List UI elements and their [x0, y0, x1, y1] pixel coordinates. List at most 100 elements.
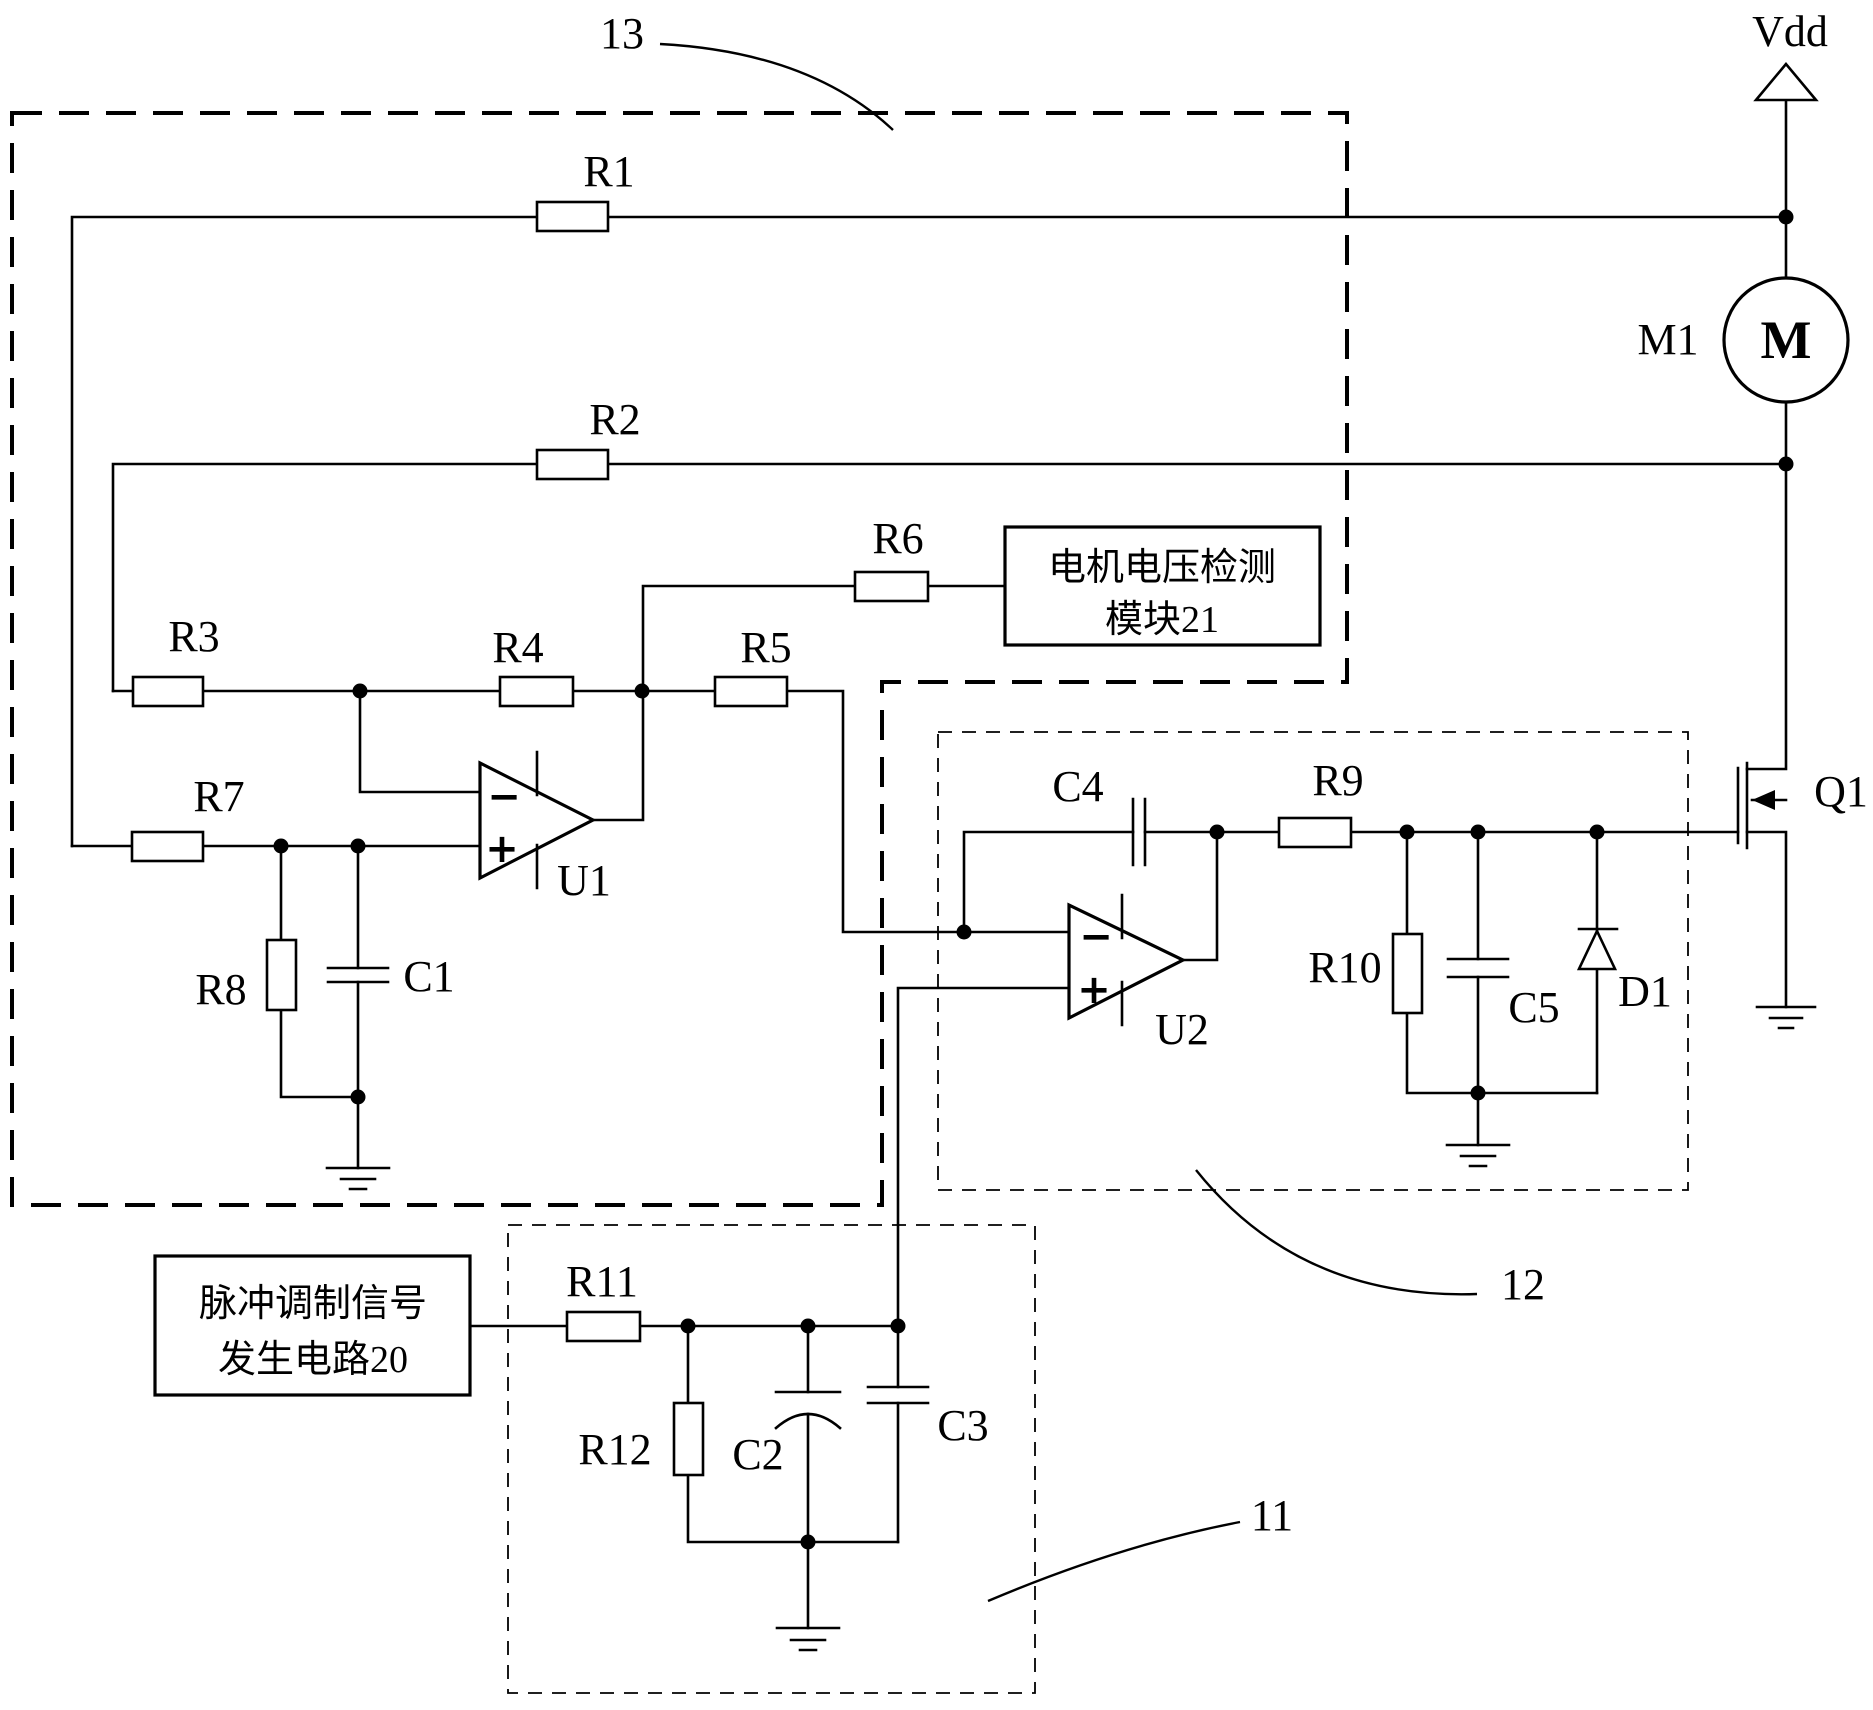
capacitor-c2: C2 [732, 1390, 842, 1652]
box11-outline [507, 1224, 1036, 1694]
resistor-label: R5 [740, 623, 791, 672]
resistor-label: R2 [589, 395, 640, 444]
ground-icon [325, 1166, 391, 1191]
junction-dot [1589, 824, 1605, 840]
resistor-body [131, 675, 205, 708]
opamp-minus-sign: − [1079, 914, 1113, 960]
module-text-line1: 电机电压检测 [1048, 547, 1276, 589]
box11-label: 11 [1251, 1491, 1293, 1540]
opamp-u2: − + U2 [1067, 893, 1209, 1054]
box13-pointer-curve [659, 42, 894, 131]
wire-r8-branch [279, 844, 360, 1099]
resistor-body [1277, 816, 1353, 849]
resistor-body [853, 570, 930, 603]
wire-motor-to-drain [1745, 400, 1788, 771]
wire-c4-feedback [962, 830, 1219, 934]
junction-dot [680, 1318, 696, 1334]
resistor-body [565, 1310, 642, 1343]
wire-r1-net [70, 215, 1788, 848]
opamp-plus-sign: + [485, 826, 519, 872]
junction-dot [273, 838, 289, 854]
module-text-line2: 模块21 [1105, 599, 1219, 641]
motor-m1: M M1 [1637, 276, 1850, 404]
resistor-label: R11 [566, 1257, 638, 1306]
resistor-label: R10 [1308, 943, 1381, 992]
junction-dot [350, 838, 366, 854]
box12-pointer-curve [1195, 1169, 1478, 1296]
capacitor-c4: C4 [1052, 762, 1147, 867]
resistor-r8: R8 [195, 938, 298, 1014]
diode-d1: D1 [1576, 927, 1672, 1016]
wire-u1-minus [358, 689, 482, 794]
resistor-label: R6 [872, 514, 923, 563]
capacitor-curved-plate [774, 1412, 842, 1430]
box13-outline [10, 111, 1349, 1207]
box12-outline [937, 731, 1689, 1191]
q1-label: Q1 [1814, 767, 1868, 816]
junction-dot [1778, 209, 1794, 225]
region-box-12: 12 [937, 731, 1689, 1309]
capacitor-c5: C5 [1445, 957, 1560, 1168]
capacitor-plates [866, 1385, 930, 1405]
resistor-label: R9 [1312, 756, 1363, 805]
vdd-supply: Vdd [1752, 7, 1828, 102]
resistor-body [535, 200, 610, 233]
module-pulse-signal-generator: 脉冲调制信号 发生电路20 [153, 1254, 472, 1397]
opamp-label: U2 [1155, 1005, 1209, 1054]
wires [70, 98, 1788, 1630]
resistor-label: R8 [195, 965, 246, 1014]
resistor-r12: R12 [578, 1401, 705, 1477]
junction-dots [273, 209, 1794, 1550]
wire-u2-output [1181, 830, 1219, 962]
junction-dot [800, 1318, 816, 1334]
wire-u1out-r6 [591, 584, 1007, 822]
module-box [1003, 525, 1322, 647]
resistor-body [1391, 932, 1424, 1015]
junction-dot [1778, 456, 1794, 472]
ground-icon [1755, 1005, 1817, 1030]
module-box [153, 1254, 472, 1397]
mosfet-q1: Q1 [1736, 761, 1868, 1030]
region-box-13: 13 [10, 9, 1349, 1207]
wire-r3-r4-r5-row [111, 689, 1071, 934]
resistor-body [713, 675, 789, 708]
junction-dot [890, 1318, 906, 1334]
resistor-body [672, 1401, 705, 1477]
wire-r10-branch [1405, 830, 1599, 1095]
opamp-label: U1 [557, 856, 611, 905]
wire-u2-plus [896, 986, 1071, 1328]
resistor-label: R12 [578, 1425, 651, 1474]
junction-dot [1470, 1085, 1486, 1101]
resistor-body [498, 675, 575, 708]
vdd-label: Vdd [1752, 7, 1828, 56]
resistor-r3: R3 [131, 612, 220, 708]
resistor-r1: R1 [535, 147, 635, 233]
capacitor-plates [1446, 957, 1510, 979]
junction-dot [1470, 824, 1486, 840]
resistor-r7: R7 [130, 772, 245, 863]
wire-r2-net [111, 462, 1788, 693]
junction-dot [350, 1089, 366, 1105]
capacitor-label: C3 [937, 1401, 988, 1450]
opamp-minus-sign: − [487, 774, 521, 820]
diode-label: D1 [1618, 967, 1672, 1016]
motor-ref-label: M1 [1637, 315, 1698, 364]
resistor-body [130, 830, 205, 863]
resistor-r4: R4 [492, 623, 575, 708]
module-text-line2: 发生电路20 [218, 1339, 408, 1381]
capacitor-plates [326, 966, 390, 984]
resistor-r6: R6 [853, 514, 930, 603]
region-box-11: 11 [507, 1224, 1293, 1694]
resistor-r5: R5 [713, 623, 792, 708]
junction-dot [352, 683, 368, 699]
junction-dot [800, 1534, 816, 1550]
module-text-line1: 脉冲调制信号 [199, 1283, 427, 1325]
resistor-label: R7 [193, 772, 244, 821]
diode-triangle [1576, 927, 1618, 971]
capacitor-plates [1131, 797, 1147, 867]
junction-dot [1209, 824, 1225, 840]
opamp-triangle [1067, 902, 1187, 1021]
resistor-body [265, 938, 298, 1012]
ground-icon [775, 1626, 841, 1652]
